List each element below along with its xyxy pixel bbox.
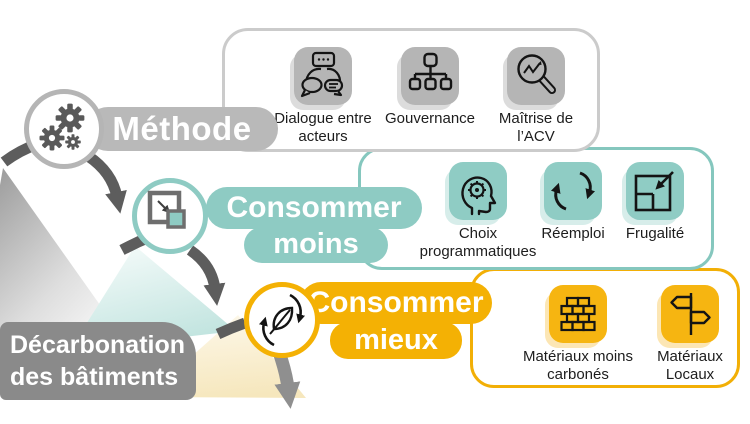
branch-item: Frugalité [600, 162, 710, 243]
consommer-mieux-branch-label-line2: mieux [330, 322, 462, 359]
consommer-mieux-node [244, 282, 320, 358]
branch-item: Choix programmatiques [403, 162, 553, 262]
consommer-moins-branch-label-line2: moins [244, 227, 388, 263]
methode-panel: Dialogue entre acteurs Gouvernance [222, 28, 600, 152]
root-label-line1: Décarbonation [10, 331, 186, 359]
reduce-area-icon [634, 171, 674, 212]
root-label: Décarbonation des bâtiments [0, 322, 196, 400]
branch-item: Matériaux Locaux [635, 285, 745, 385]
item-label: Gouvernance [384, 110, 476, 127]
item-label: Dialogue entre acteurs [274, 110, 372, 146]
head-gear-icon [461, 176, 497, 216]
branch-item: Maîtrise de l’ACV [481, 47, 591, 147]
branch-item: Dialogue entre acteurs [268, 47, 378, 147]
item-label: Réemploi [541, 225, 605, 242]
branch-item: Gouvernance [371, 47, 489, 128]
gears-icon [39, 103, 85, 151]
methode-node [24, 89, 104, 169]
consommer-moins-branch-label-line1: Consommer [206, 187, 422, 229]
consommer-mieux-branch-label-line1: Consommer [300, 282, 492, 324]
item-label: Frugalité [625, 225, 685, 242]
branch-item: Réemploi [518, 162, 628, 243]
magnifier-chart-icon [517, 54, 556, 94]
item-label: Matériaux moins carbonés [522, 348, 634, 384]
brick-wall-icon [560, 296, 596, 332]
root-label-line2: des bâtiments [10, 363, 179, 391]
item-label: Choix programmatiques [419, 225, 537, 261]
leaf-cycle-icon [259, 293, 305, 347]
dialogue-icon [300, 51, 344, 98]
shrink-square-icon [147, 190, 186, 229]
consommer-moins-node [132, 178, 208, 254]
item-label: Maîtrise de l’ACV [498, 110, 574, 146]
branch-item: Matériaux moins carbonés [503, 285, 653, 385]
cycle-arrows-icon [550, 171, 596, 211]
org-chart-icon [408, 52, 453, 91]
signpost-icon [670, 293, 711, 335]
item-label: Matériaux Locaux [657, 348, 723, 384]
methode-branch-label: Méthode [86, 107, 278, 151]
consommer-mieux-panel: Matériaux moins carbonés Matériaux Locau… [470, 268, 740, 388]
